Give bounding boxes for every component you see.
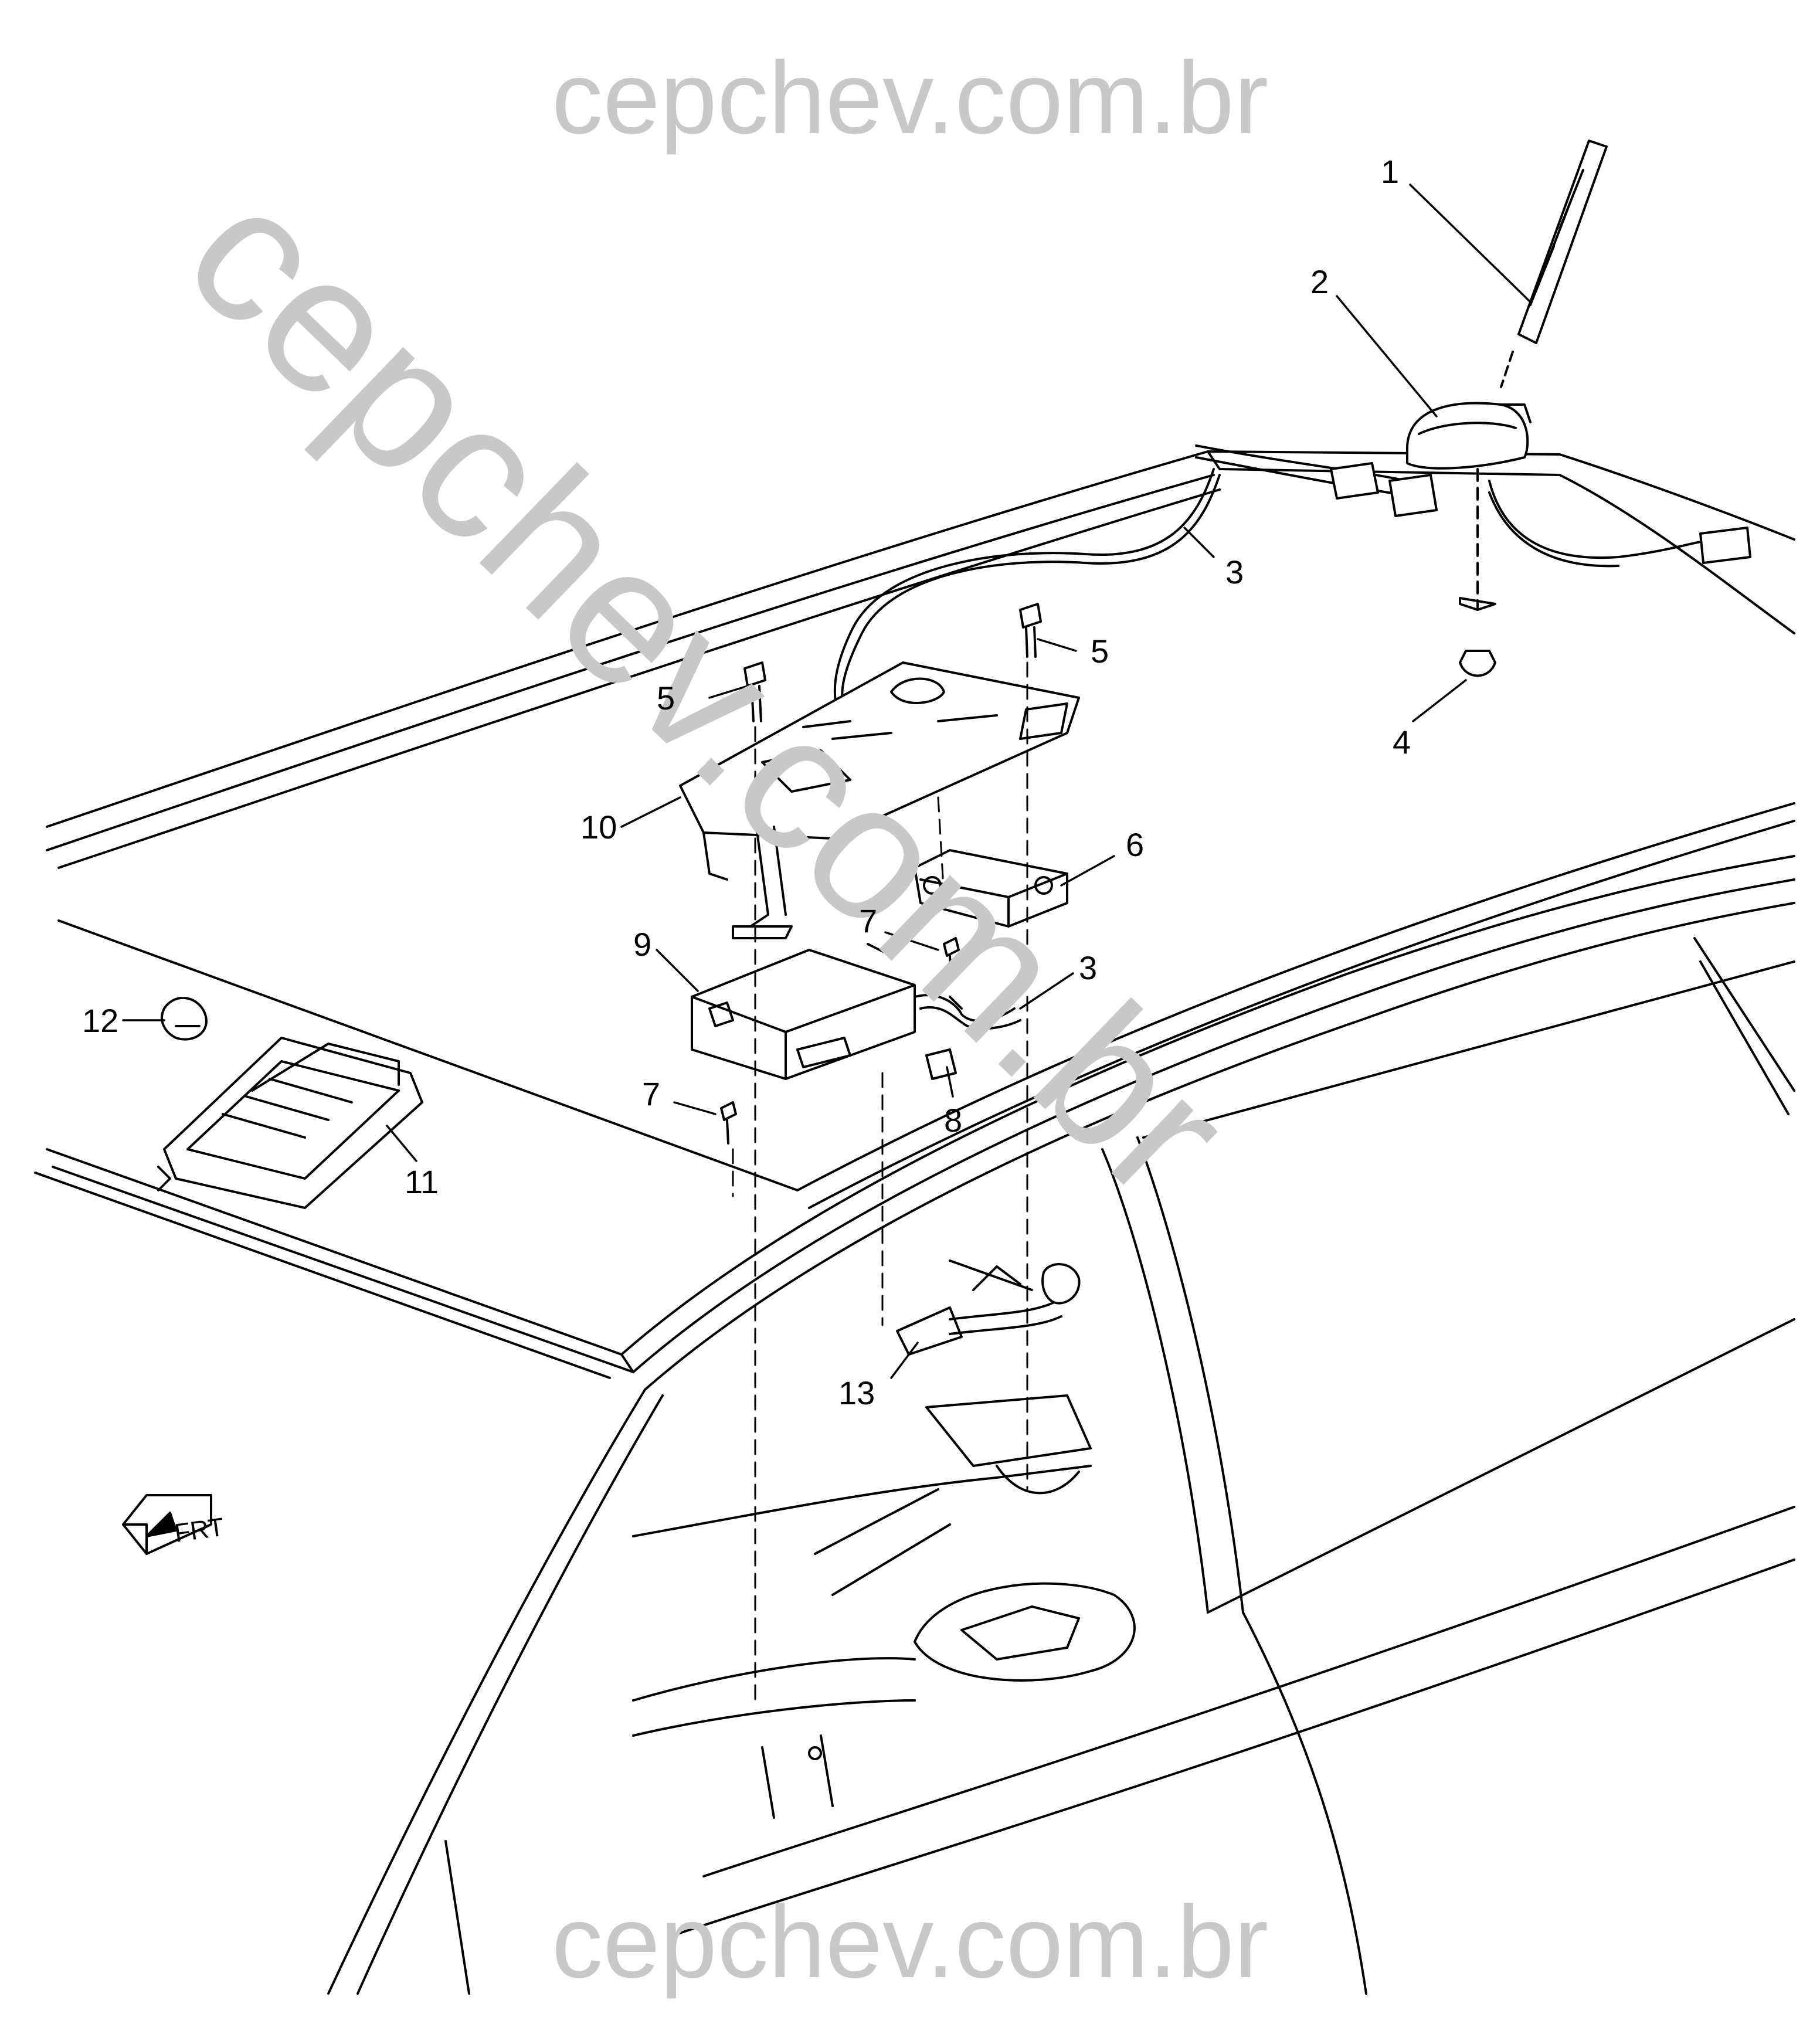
trunk-floor xyxy=(632,1394,1136,1819)
callout-3a: 3 xyxy=(1225,554,1244,590)
antenna-harness xyxy=(1195,444,1751,568)
body-pillars xyxy=(327,802,1795,1995)
callout-2: 2 xyxy=(1310,263,1329,300)
antenna-assembly xyxy=(1406,140,1608,677)
front-marker-label: FRT xyxy=(173,1513,226,1548)
mounting-bracket xyxy=(679,661,1080,939)
front-arrow-icon xyxy=(122,1494,212,1555)
callout-10: 10 xyxy=(580,809,617,846)
dome-lamp-clip xyxy=(161,997,208,1041)
harness-connector xyxy=(896,1259,1081,1356)
headliner-panel xyxy=(34,919,799,1379)
callout-1: 1 xyxy=(1381,153,1399,190)
callout-5b: 5 xyxy=(1091,633,1109,670)
callout-5a: 5 xyxy=(657,680,675,717)
callout-11: 11 xyxy=(405,1163,439,1200)
leader-lines xyxy=(122,184,1532,1379)
callout-7b: 7 xyxy=(642,1075,660,1112)
radio-module xyxy=(691,943,916,1080)
antenna-cable xyxy=(833,468,1221,711)
roof-rail xyxy=(46,450,1795,869)
callout-8: 8 xyxy=(944,1102,962,1139)
bottom-watermark: cepchev.com.br xyxy=(551,1885,1269,1999)
top-watermark: cepchev.com.br xyxy=(551,41,1269,155)
callout-6: 6 xyxy=(1126,826,1144,863)
callout-7a: 7 xyxy=(859,902,877,939)
callout-9: 9 xyxy=(633,926,651,963)
callout-13: 13 xyxy=(838,1374,875,1411)
alignment-lines xyxy=(732,661,1028,1702)
callout-12: 12 xyxy=(82,1002,118,1039)
callout-3b: 3 xyxy=(1079,949,1097,986)
callout-4: 4 xyxy=(1393,724,1411,760)
receiver-module xyxy=(914,849,1068,928)
fasteners xyxy=(720,603,1042,1145)
dome-lamp xyxy=(157,1037,423,1209)
